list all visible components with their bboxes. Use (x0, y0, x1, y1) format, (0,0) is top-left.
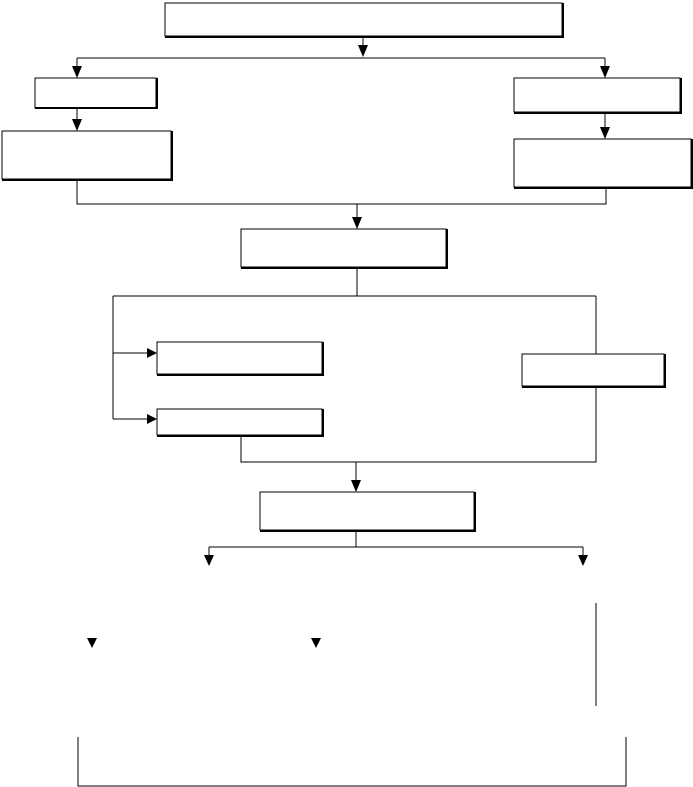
node-right-1 (513, 77, 682, 114)
node-top (164, 2, 564, 38)
arrow-to-left-1 (72, 66, 82, 78)
lower-fragments (77, 603, 627, 787)
arrow-fragment-1 (87, 638, 97, 648)
node-left-1 (34, 77, 158, 109)
node-sub-right (521, 353, 666, 388)
node-merge-1 (240, 228, 448, 269)
edge-top-split (72, 37, 610, 78)
arrow-to-right-1 (600, 66, 610, 78)
bottom-bracket (77, 737, 627, 787)
edge-merge-1-branches (112, 268, 597, 424)
edge-to-merge-1 (76, 180, 607, 229)
edge-left-1-to-left-2 (72, 108, 82, 131)
node-merge-2 (259, 491, 476, 532)
edge-to-merge-2 (240, 387, 597, 492)
arrow-fragment-2 (311, 638, 321, 648)
arrow-to-sub-left-2 (147, 414, 157, 424)
node-left-2 (1, 130, 173, 181)
arrow-to-sub-left-1 (147, 348, 157, 358)
node-right-2 (513, 138, 693, 189)
arrow-lower-left (204, 555, 214, 566)
edge-right-1-to-right-2 (600, 113, 610, 139)
node-sub-left-2 (156, 408, 324, 437)
arrow-lower-right (578, 555, 588, 566)
edge-merge-2-branches (204, 531, 588, 566)
node-sub-left-1 (156, 341, 324, 376)
